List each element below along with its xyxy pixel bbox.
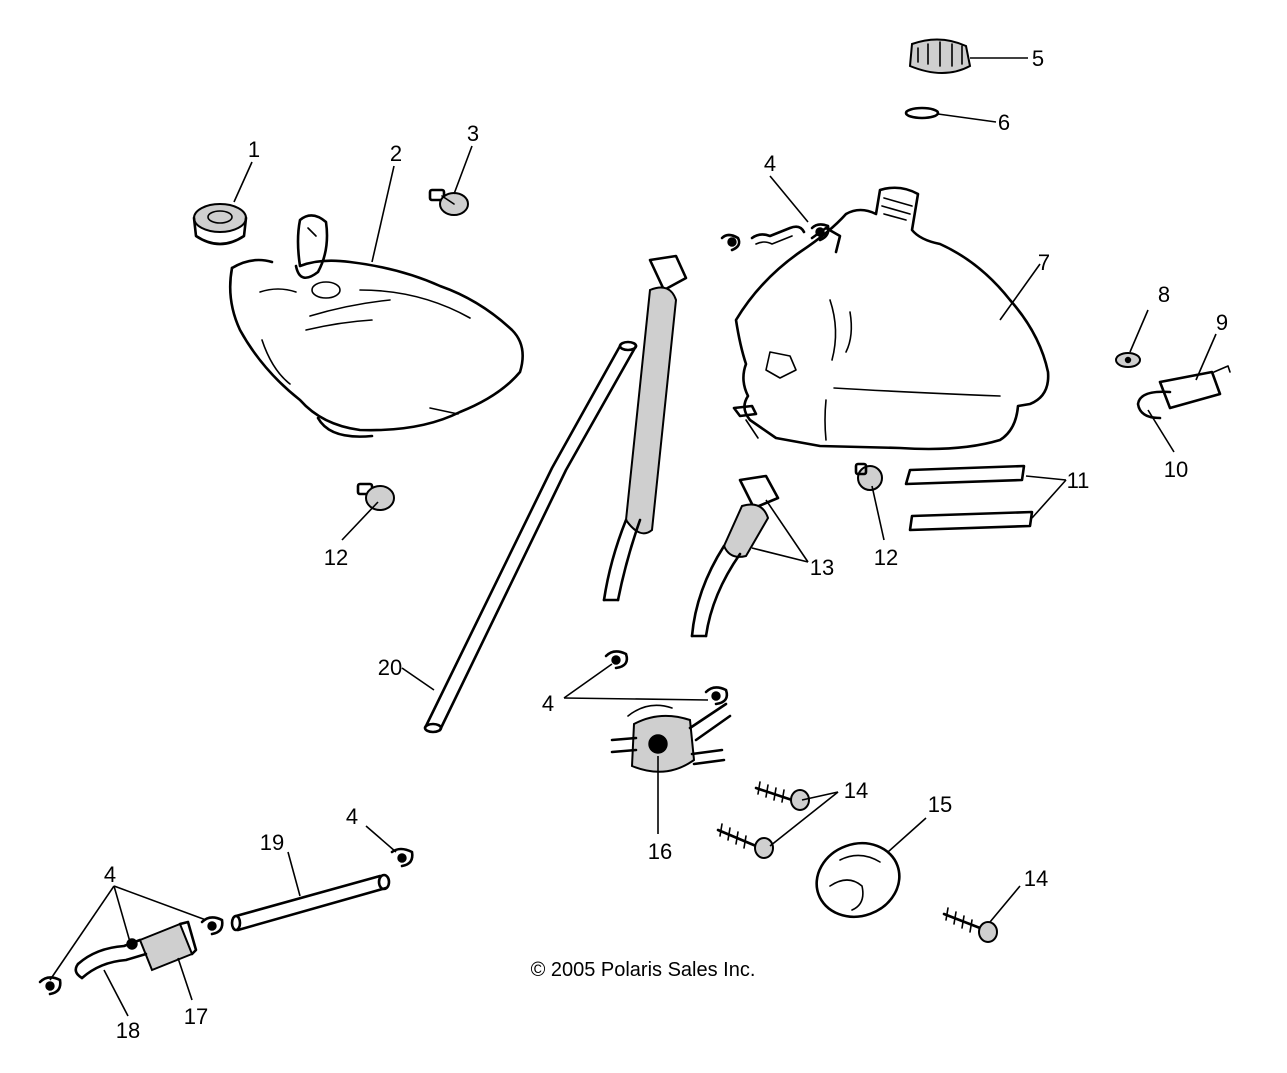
part-14-screw-2 [716,823,774,859]
part-15-cover-plate [815,841,901,919]
part-4-clamps-lower [38,847,414,996]
part-14-screw-3 [942,907,998,943]
callout-7: 7 [1038,250,1050,275]
callout-14-upper: 14 [844,778,868,803]
part-20-vent-tube [423,340,638,734]
callout-3: 3 [467,121,479,146]
part-14-screw-1 [754,781,810,811]
part-4-clamps-middle [604,650,729,706]
part-5-filler-cap [908,38,972,74]
part-7-fuel-tank [732,186,1050,451]
callout-10: 10 [1164,457,1188,482]
part-2-tank-cover [228,214,524,438]
callout-4-lower: 4 [346,804,358,829]
callout-5: 5 [1032,46,1044,71]
part-3-bolt [428,188,469,216]
callout-4-left: 4 [104,862,116,887]
callout-18: 18 [116,1018,140,1043]
part-9-10-strap [1136,365,1231,420]
part-11-pads [904,464,1034,532]
part-4-vent-hose-clamps [720,223,830,252]
callout-11: 11 [1067,468,1090,493]
part-1-grommet [192,203,248,246]
part-12-bushing-left [356,482,395,511]
callout-12-right: 12 [874,545,898,570]
callout-13: 13 [810,555,834,580]
callout-labels: 1 2 3 4 5 6 7 8 9 10 11 12 12 13 20 4 16… [104,46,1228,1043]
callout-12-left: 12 [324,545,348,570]
callout-15: 15 [928,792,952,817]
callout-16: 16 [648,839,672,864]
part-12-bushing-right [854,462,883,491]
leader-lines [49,57,1217,1017]
callout-1: 1 [248,137,260,162]
part-8-nut [1115,352,1141,368]
part-18-short-hose [74,938,148,980]
part-6-gasket [904,106,940,120]
callout-2: 2 [390,141,402,166]
part-16-fuel-valve [610,702,732,773]
callout-6: 6 [998,110,1010,135]
part-19-fuel-line [230,873,391,932]
callout-4-middle: 4 [542,691,554,716]
part-13-pickup-left [602,254,688,602]
copyright-notice: © 2005 Polaris Sales Inc. [531,959,756,981]
callout-17: 17 [184,1004,208,1029]
callout-4-top: 4 [764,151,776,176]
callout-9: 9 [1216,310,1228,335]
callout-20: 20 [378,655,402,680]
part-13-pickup-right [690,474,780,638]
callout-19: 19 [260,830,284,855]
part-17-filter [126,920,198,972]
callout-14-lower: 14 [1024,866,1048,891]
callout-8: 8 [1158,282,1170,307]
